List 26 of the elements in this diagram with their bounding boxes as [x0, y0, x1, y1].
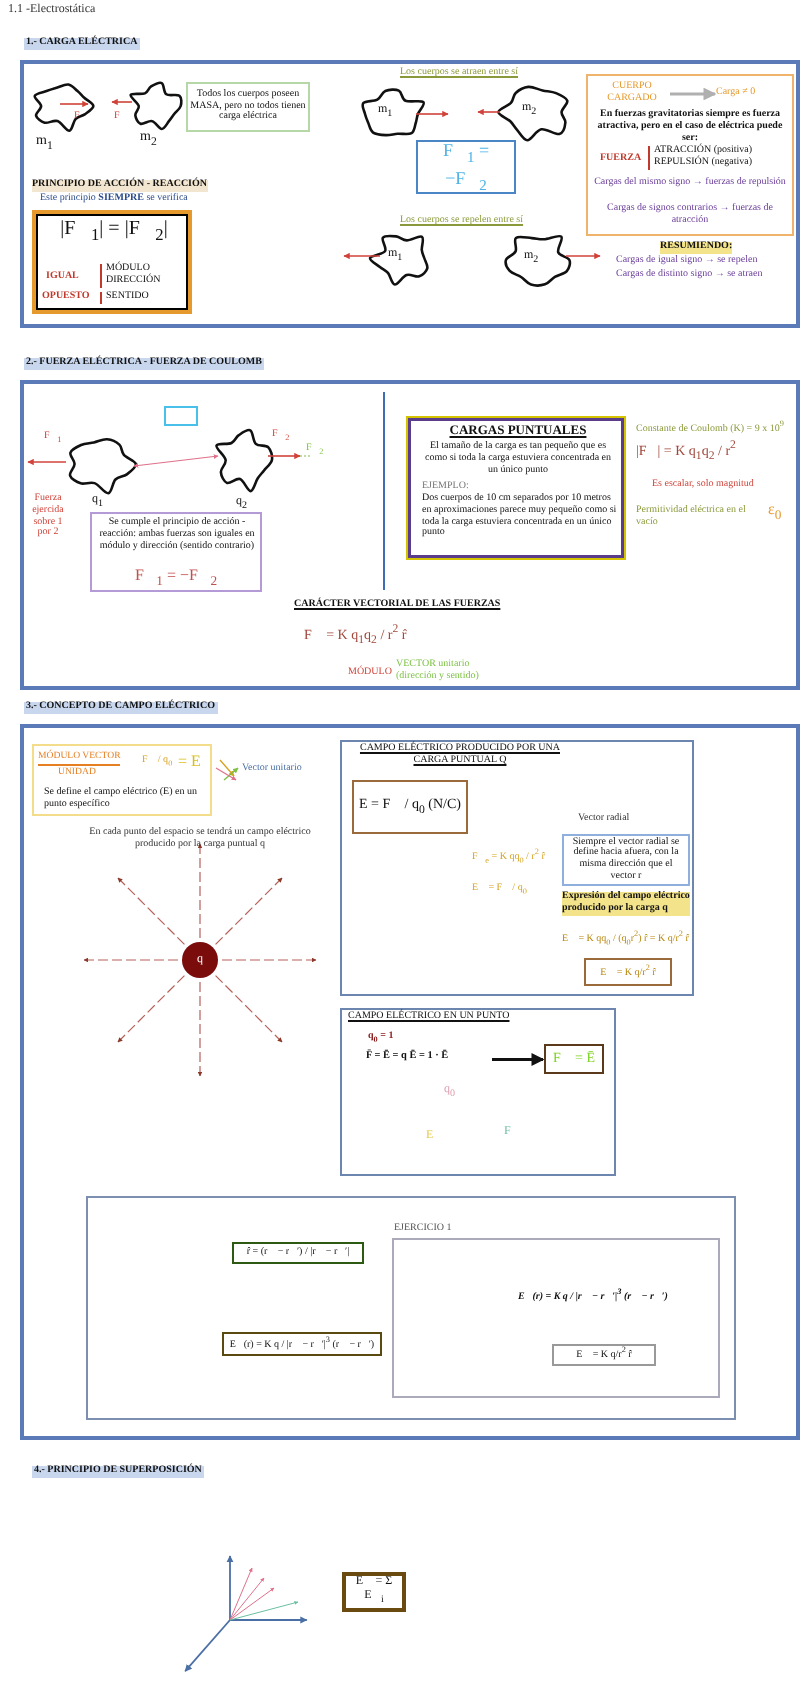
- charge-circle: [182, 942, 218, 978]
- arrow: [492, 1053, 545, 1066]
- formula-box: [342, 1572, 406, 1612]
- definition-box: [406, 416, 626, 560]
- topic-box: [340, 1008, 616, 1176]
- text-label: ε$_{0}$: [768, 500, 782, 525]
- formula-box: [232, 1242, 364, 1264]
- formula-box: [352, 780, 468, 834]
- formula: = E: [178, 752, 201, 771]
- info-box: [586, 74, 794, 236]
- note-box: [164, 406, 198, 426]
- formula: F⃗$_{1}$ = −F⃗$_{2}$: [440, 140, 492, 194]
- formula-box: [32, 210, 192, 314]
- formula-box: [544, 1044, 604, 1074]
- definition-box: [32, 744, 212, 816]
- note-box: [90, 512, 262, 592]
- note-box: [562, 834, 690, 886]
- formula-box: [222, 1332, 382, 1356]
- example-panel: [86, 1196, 736, 1420]
- formula-box: [584, 958, 672, 986]
- formula: F⃗$_{1}$ = −F⃗$_{2}$: [132, 566, 220, 591]
- topic-box: [340, 740, 694, 996]
- formula-box: [552, 1344, 656, 1366]
- arrow: [670, 87, 717, 101]
- formula-box: [416, 140, 516, 194]
- formula: |F⃗$_{1}$| = |F⃗$_{2}$|: [58, 218, 170, 246]
